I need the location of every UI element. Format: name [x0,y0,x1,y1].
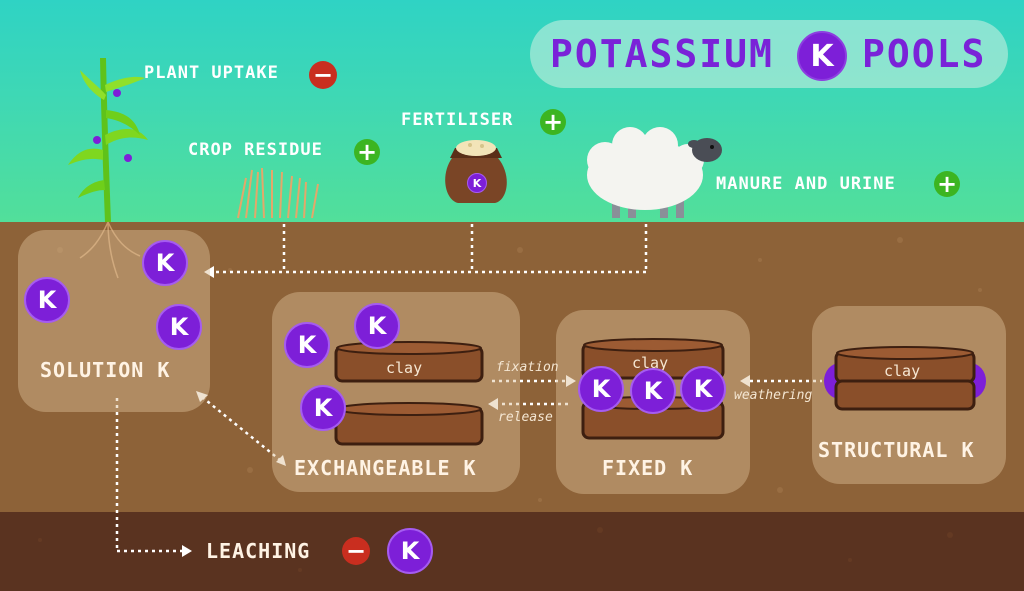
minus-sign-icon: − [309,61,337,89]
weathering-label: weathering [734,388,813,403]
k-ion: K [284,322,330,368]
k-ion: K [24,277,70,323]
manure-urine-label: MANURE AND URINE [716,174,896,194]
leaching-k-ion: K [387,528,433,574]
k-ion: K [354,303,400,349]
clay-label: clay [632,354,669,372]
clay-label: clay [386,359,423,377]
crop-residue-icon [237,167,319,219]
k-ion: K [142,240,188,286]
release-label: release [498,410,553,425]
k-ion: K [156,304,202,350]
leaching-label: LEACHING [206,539,311,563]
minus-sign-icon: − [342,537,370,565]
title-pill [530,20,1008,88]
fixation-label: fixation [496,360,559,375]
plus-sign-icon: + [540,109,566,135]
plus-sign-icon: + [354,139,380,165]
k-ion: K [680,366,726,412]
exchangeable-k-label: EXCHANGEABLE K [294,456,477,480]
title-k-badge: K [797,31,847,81]
plus-sign-icon: + [934,171,960,197]
crop-residue-label: CROP RESIDUE [188,140,323,160]
plant-uptake-label: PLANT UPTAKE [144,63,279,83]
k-ion: K [630,368,676,414]
fertiliser-k-badge: K [467,173,487,193]
deep-soil-background [0,512,1024,591]
k-ion: K [578,366,624,412]
soil-speckles [57,237,982,502]
structural-k-label: STRUCTURAL K [818,438,975,462]
sheep-icon [587,127,722,218]
deep-soil-speckles [38,527,953,572]
k-ion: K [300,385,346,431]
plant-icon [68,57,148,279]
fixed-k-label: FIXED K [602,456,694,480]
arrow-heads [182,266,750,557]
title-pools: POOLS [862,32,987,76]
fertiliser-label: FERTILISER [401,110,514,130]
solution-k-label: SOLUTION K [40,358,171,382]
clay-label: clay [884,362,921,380]
title-potassium: POTASSIUM [550,32,774,76]
connector-lines [115,224,822,553]
